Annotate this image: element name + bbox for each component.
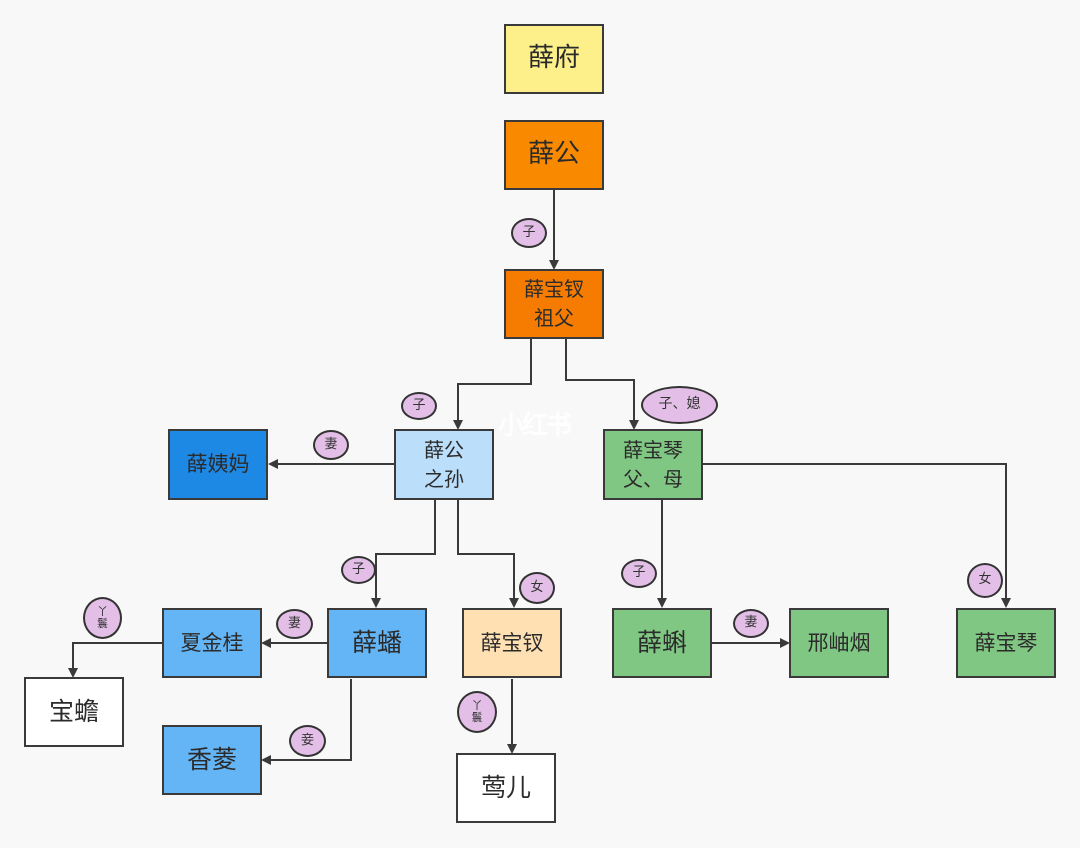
edge-label-wife: 妻 bbox=[313, 430, 349, 460]
edge-label-son-and-wife: 子、媳 bbox=[641, 386, 718, 424]
node-label: 莺儿 bbox=[480, 772, 531, 802]
edge-grandfather-grandson bbox=[453, 339, 532, 430]
edge-label-son: 子 bbox=[621, 559, 657, 588]
node-xue-pan[interactable]: 薛蟠 bbox=[327, 608, 427, 678]
node-label: 邢岫烟 bbox=[807, 630, 871, 655]
edge-pan-xiangling bbox=[261, 679, 352, 765]
edge-label-maid: 丫 鬟 bbox=[83, 597, 122, 639]
node-xuefu[interactable]: 薛府 bbox=[504, 24, 604, 94]
node-grandfather[interactable]: 薛宝钗 祖父 bbox=[504, 269, 604, 339]
edge-label-daughter: 女 bbox=[519, 572, 555, 604]
node-xuegong[interactable]: 薛公 bbox=[504, 120, 604, 190]
edge-xia-baochan bbox=[68, 642, 162, 678]
node-xue-ke[interactable]: 薛蝌 bbox=[612, 608, 712, 678]
node-baoqin[interactable]: 薛宝琴 bbox=[956, 608, 1056, 678]
node-label: 宝蟾 bbox=[48, 696, 99, 726]
node-label: 薛蝌 bbox=[636, 627, 687, 657]
edge-label-son: 子 bbox=[511, 218, 547, 248]
node-baochai[interactable]: 薛宝钗 bbox=[462, 608, 562, 678]
node-label: 薛宝钗 祖父 bbox=[524, 277, 584, 330]
edge-label-wife: 妻 bbox=[276, 609, 313, 639]
node-label: 薛宝琴 bbox=[974, 630, 1038, 655]
edge-label-son: 子 bbox=[401, 392, 437, 420]
node-label: 薛府 bbox=[527, 43, 580, 74]
node-label: 夏金桂 bbox=[180, 630, 244, 655]
edge-parents-baoqin bbox=[703, 463, 1011, 608]
edge-label-son: 子 bbox=[341, 556, 376, 584]
node-aunt-xue[interactable]: 薛姨妈 bbox=[168, 429, 268, 500]
node-yinger[interactable]: 莺儿 bbox=[456, 753, 556, 823]
edge-grandson-pan bbox=[371, 500, 436, 608]
node-xiangling[interactable]: 香菱 bbox=[162, 725, 262, 795]
node-label: 薛姨妈 bbox=[186, 452, 250, 477]
edge-grandfather-baoqin-parents bbox=[565, 339, 639, 430]
node-label: 薛蟠 bbox=[351, 627, 402, 657]
node-label: 薛公 bbox=[527, 139, 580, 170]
node-grandson[interactable]: 薛公 之孙 bbox=[394, 429, 494, 500]
node-label: 薛公 之孙 bbox=[424, 437, 464, 491]
node-xia-jingui[interactable]: 夏金桂 bbox=[162, 608, 262, 678]
edge-label-wife: 妻 bbox=[733, 609, 769, 638]
node-label: 薛宝钗 bbox=[480, 630, 544, 655]
node-label: 香菱 bbox=[186, 744, 237, 774]
edge-label-concubine: 妾 bbox=[289, 725, 326, 757]
edge-label-daughter: 女 bbox=[967, 563, 1003, 598]
node-xing-xiuyan[interactable]: 邢岫烟 bbox=[789, 608, 889, 678]
edge-label-maid: 丫 鬟 bbox=[457, 691, 497, 733]
node-baoqin-parents[interactable]: 薛宝琴 父、母 bbox=[603, 429, 703, 500]
edge-grandson-baochai bbox=[457, 500, 519, 608]
watermark-text: 小红书 bbox=[498, 411, 572, 441]
node-baochan[interactable]: 宝蟾 bbox=[24, 677, 124, 747]
node-label: 薛宝琴 父、母 bbox=[623, 437, 683, 491]
